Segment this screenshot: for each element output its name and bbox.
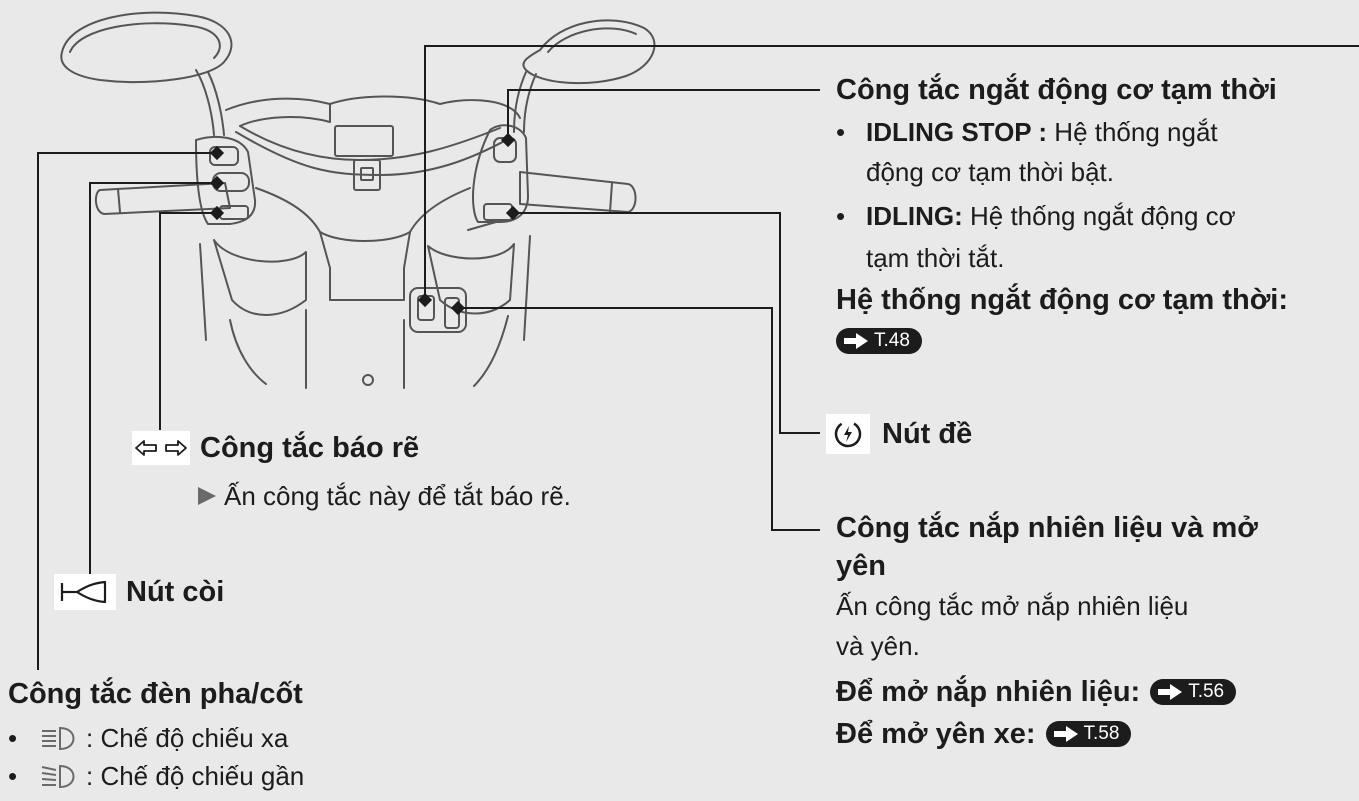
leader-starter — [513, 212, 820, 434]
leader-center-top — [424, 45, 1359, 300]
idle-stop-item-1-cont: động cơ tạm thời bật. — [866, 157, 1115, 187]
fuel-seat-title-2: yên — [836, 550, 886, 582]
fuel-seat-desc-1: Ấn công tắc mở nắp nhiên liệu — [836, 591, 1189, 621]
idle-stop-item-2-cont: tạm thời tắt. — [866, 243, 1005, 273]
headlight-title: Công tắc đèn pha/cốt — [8, 678, 303, 710]
idle-stop-item-2: •IDLING: Hệ thống ngắt động cơ — [836, 201, 1236, 231]
left-mirror — [60, 11, 233, 83]
turn-signal-icon — [132, 431, 190, 465]
turn-signal-title: Công tắc báo rẽ — [200, 432, 420, 464]
horn-label: Nút còi — [126, 576, 225, 608]
high-beam-icon — [42, 726, 75, 751]
seat-ref-row: Để mở yên xe: T.58 — [836, 716, 1132, 752]
fuel-page-ref[interactable]: T.56 — [1150, 679, 1237, 705]
seat-ref-label: Để mở yên xe: — [836, 718, 1036, 750]
headlight-item-high: • : Chế độ chiếu xa — [8, 723, 289, 753]
leader-horn — [89, 182, 217, 578]
turn-signal-note: Ấn công tắc này để tắt báo rẽ. — [224, 481, 571, 511]
seat-page-ref[interactable]: T.58 — [1045, 721, 1132, 747]
arrow-right-icon — [1053, 726, 1078, 742]
headlight-item-low: • : Chế độ chiếu gần — [8, 761, 305, 791]
idle-stop-title: Công tắc ngắt động cơ tạm thời — [836, 74, 1277, 106]
triangle-bullet-icon — [198, 487, 216, 505]
arrow-right-icon — [844, 333, 868, 349]
leader-fuel-seat — [458, 307, 820, 531]
leader-idle-stop — [507, 89, 820, 140]
starter-label-row: Nút đề — [826, 414, 972, 454]
fuel-ref-label: Để mở nắp nhiên liệu: — [836, 676, 1141, 708]
turn-signal-note-row: Ấn công tắc này để tắt báo rẽ. — [196, 480, 571, 512]
fuel-seat-desc-2: và yên. — [836, 631, 920, 661]
fuel-seat-title-1: Công tắc nắp nhiên liệu và mở — [836, 512, 1258, 544]
horn-icon — [54, 574, 116, 610]
fuel-ref-row: Để mở nắp nhiên liệu: T.56 — [836, 674, 1237, 710]
leader-headlight — [37, 152, 217, 670]
turn-signal-label-row: Công tắc báo rẽ — [132, 430, 419, 466]
starter-icon — [826, 414, 870, 454]
idle-stop-page-ref[interactable]: T.48 — [836, 328, 922, 354]
arrow-right-icon — [1158, 684, 1183, 700]
starter-label: Nút đề — [882, 418, 973, 450]
idle-stop-item-1: •IDLING STOP : Hệ thống ngắt — [836, 117, 1218, 147]
right-mirror — [522, 19, 656, 85]
low-beam-icon — [41, 764, 75, 789]
idle-stop-ref-label: Hệ thống ngắt động cơ tạm thời: — [836, 284, 1289, 316]
leader-turn-signal — [159, 212, 217, 430]
horn-label-row: Nút còi — [54, 574, 224, 610]
